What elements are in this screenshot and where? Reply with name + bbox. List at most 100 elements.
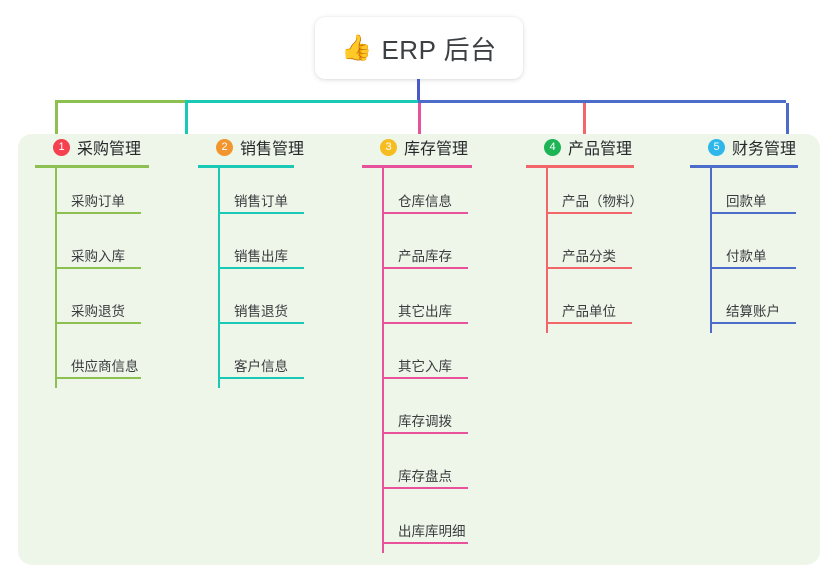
leaf-rule: [382, 212, 468, 214]
leaf-spine-3: [382, 168, 384, 553]
leaf-rule: [382, 542, 468, 544]
drop-finance: [786, 103, 789, 137]
leaf-item[interactable]: 采购退货: [33, 278, 183, 333]
leaf-rule: [55, 267, 141, 269]
leaf-rule: [382, 377, 468, 379]
leaf-label: 结算账户: [726, 304, 780, 319]
column-title-4: 产品管理: [568, 141, 633, 158]
column-rule-4: [526, 165, 634, 168]
leaf-label: 仓库信息: [398, 194, 452, 209]
drop-purchase: [55, 103, 58, 137]
leaf-list-4: 产品（物料） 产品分类产品单位: [524, 168, 674, 333]
leaf-rule: [546, 322, 632, 324]
leaf-label: 回款单: [726, 194, 767, 209]
leaf-item[interactable]: 销售出库: [196, 223, 346, 278]
leaf-rule: [55, 322, 141, 324]
leaf-label: 产品（物料）: [562, 194, 643, 209]
leaf-list-1: 采购订单采购入库采购退货供应商信息: [33, 168, 183, 388]
leaf-rule: [710, 267, 796, 269]
leaf-list-3: 仓库信息产品库存其它出库其它入库库存调拨库存盘点出库库明细: [360, 168, 510, 553]
leaf-label: 产品库存: [398, 249, 452, 264]
bar-teal: [185, 100, 418, 103]
leaf-label: 采购订单: [71, 194, 125, 209]
leaf-item[interactable]: 采购入库: [33, 223, 183, 278]
leaf-rule: [710, 212, 796, 214]
column-3: 3 库存管理仓库信息产品库存其它出库其它入库库存调拨库存盘点出库库明细: [360, 134, 510, 553]
leaf-item[interactable]: 其它入库: [360, 333, 510, 388]
leaf-label: 销售退货: [234, 304, 288, 319]
leaf-rule: [382, 432, 468, 434]
leaf-item[interactable]: 出库库明细: [360, 498, 510, 553]
leaf-item[interactable]: 销售退货: [196, 278, 346, 333]
leaf-item[interactable]: 结算账户: [688, 278, 828, 333]
leaf-rule: [218, 322, 304, 324]
leaf-list-2: 销售订单销售出库销售退货客户信息: [196, 168, 346, 388]
leaf-item[interactable]: 客户信息: [196, 333, 346, 388]
leaf-rule: [382, 487, 468, 489]
leaf-item[interactable]: 其它出库: [360, 278, 510, 333]
leaf-label: 其它入库: [398, 359, 452, 374]
column-4: 4 产品管理产品（物料） 产品分类产品单位: [524, 134, 674, 333]
column-rule-2: [198, 165, 294, 168]
leaf-item[interactable]: 供应商信息: [33, 333, 183, 388]
leaf-spine-2: [218, 168, 220, 388]
leaf-item[interactable]: 库存盘点: [360, 443, 510, 498]
leaf-rule: [218, 267, 304, 269]
column-badge-4: 4: [544, 138, 561, 156]
leaf-label: 库存调拨: [398, 414, 452, 429]
leaf-label: 出库库明细: [398, 524, 466, 539]
leaf-rule: [546, 212, 632, 214]
leaf-list-5: 回款单付款单结算账户: [688, 168, 828, 333]
leaf-rule: [55, 377, 141, 379]
leaf-item[interactable]: 产品库存: [360, 223, 510, 278]
leaf-item[interactable]: 付款单: [688, 223, 828, 278]
leaf-label: 付款单: [726, 249, 767, 264]
leaf-rule: [218, 212, 304, 214]
leaf-label: 产品单位: [562, 304, 616, 319]
leaf-rule: [218, 377, 304, 379]
leaf-rule: [710, 322, 796, 324]
leaf-label: 采购入库: [71, 249, 125, 264]
column-title-1: 采购管理: [77, 141, 142, 158]
column-rule-3: [362, 165, 472, 168]
root-node[interactable]: 👍 ERP 后台: [315, 17, 523, 79]
root-title: ERP 后台: [381, 34, 497, 65]
leaf-rule: [55, 212, 141, 214]
leaf-item[interactable]: 产品（物料）: [524, 168, 674, 223]
column-header-3[interactable]: 3 库存管理: [360, 134, 510, 160]
leaf-item[interactable]: 产品单位: [524, 278, 674, 333]
leaf-item[interactable]: 产品分类: [524, 223, 674, 278]
column-rule-1: [35, 165, 149, 168]
drop-sales: [185, 103, 188, 137]
leaf-item[interactable]: 仓库信息: [360, 168, 510, 223]
root-connector-vertical: [417, 79, 420, 102]
leaf-rule: [546, 267, 632, 269]
leaf-rule: [382, 322, 468, 324]
leaf-label: 其它出库: [398, 304, 452, 319]
leaf-spine-5: [710, 168, 712, 333]
column-badge-2: 2: [216, 138, 233, 156]
leaf-item[interactable]: 采购订单: [33, 168, 183, 223]
leaf-item[interactable]: 回款单: [688, 168, 828, 223]
leaf-item[interactable]: 销售订单: [196, 168, 346, 223]
leaf-label: 产品分类: [562, 249, 616, 264]
leaf-item[interactable]: 库存调拨: [360, 388, 510, 443]
column-badge-5: 5: [708, 138, 725, 156]
leaf-label: 供应商信息: [71, 359, 139, 374]
leaf-rule: [382, 267, 468, 269]
column-header-4[interactable]: 4 产品管理: [524, 134, 674, 160]
leaf-spine-1: [55, 168, 57, 388]
bar-green: [55, 100, 185, 103]
thumbs-up-icon: 👍: [341, 33, 373, 62]
leaf-label: 客户信息: [234, 359, 288, 374]
drop-product: [583, 103, 586, 137]
column-title-3: 库存管理: [404, 141, 469, 158]
column-badge-3: 3: [380, 138, 397, 156]
